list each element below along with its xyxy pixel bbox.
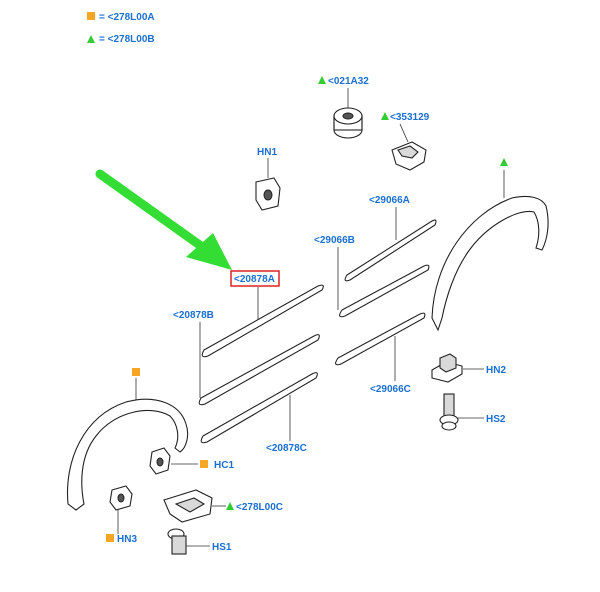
legend: = <278L00A = <278L00B: [87, 12, 155, 45]
triangle-marker-icon: [500, 158, 508, 166]
triangle-marker-icon: [318, 76, 326, 84]
label-20878A: <20878A: [234, 274, 275, 285]
pointer-arrow-icon: [95, 169, 232, 270]
label-HS2: HS2: [486, 414, 506, 425]
highlight-box: [230, 270, 280, 287]
part-rear-wheel-arch[interactable]: [431, 158, 549, 332]
label-HC1: HC1: [214, 460, 234, 471]
part-front-wheel-arch[interactable]: [66, 368, 189, 511]
part-20878C[interactable]: <20878C: [200, 372, 318, 454]
part-20878B[interactable]: <20878B: [173, 310, 320, 406]
legend-triangle-text: = <278L00B: [99, 34, 155, 45]
part-20878A[interactable]: <20878A: [201, 270, 324, 358]
part-278L00C[interactable]: <278L00C: [163, 489, 283, 523]
part-353129[interactable]: <353129: [381, 112, 430, 171]
part-HN1[interactable]: HN1: [255, 147, 281, 211]
label-29066A: <29066A: [369, 195, 410, 206]
label-HN1: HN1: [257, 147, 277, 158]
label-HN2: HN2: [486, 365, 506, 376]
part-29066B[interactable]: <29066B: [314, 235, 430, 318]
legend-square-text: = <278L00A: [99, 12, 155, 23]
label-353129: <353129: [390, 112, 430, 123]
square-marker-icon: [87, 12, 95, 20]
label-HS1: HS1: [212, 542, 232, 553]
part-HC1[interactable]: HC1: [149, 447, 234, 475]
label-278L00C: <278L00C: [236, 502, 283, 513]
label-HN3: HN3: [117, 534, 137, 545]
label-20878B: <20878B: [173, 310, 214, 321]
part-HS1[interactable]: HS1: [167, 528, 232, 555]
triangle-marker-icon: [87, 35, 95, 43]
triangle-marker-icon: [381, 112, 389, 120]
square-marker-icon: [200, 460, 208, 468]
square-marker-icon: [132, 368, 140, 376]
label-20878C: <20878C: [266, 443, 307, 454]
square-marker-icon: [106, 534, 114, 542]
label-29066C: <29066C: [370, 384, 411, 395]
part-021A32[interactable]: <021A32: [318, 76, 369, 139]
part-29066A[interactable]: <29066A: [344, 195, 437, 282]
part-HN3[interactable]: HN3: [106, 485, 137, 545]
triangle-marker-icon: [226, 502, 234, 510]
part-29066C[interactable]: <29066C: [335, 312, 426, 395]
label-29066B: <29066B: [314, 235, 355, 246]
part-HS2[interactable]: HS2: [439, 393, 506, 431]
label-021A32: <021A32: [328, 76, 369, 87]
part-HN2[interactable]: HN2: [431, 353, 506, 383]
